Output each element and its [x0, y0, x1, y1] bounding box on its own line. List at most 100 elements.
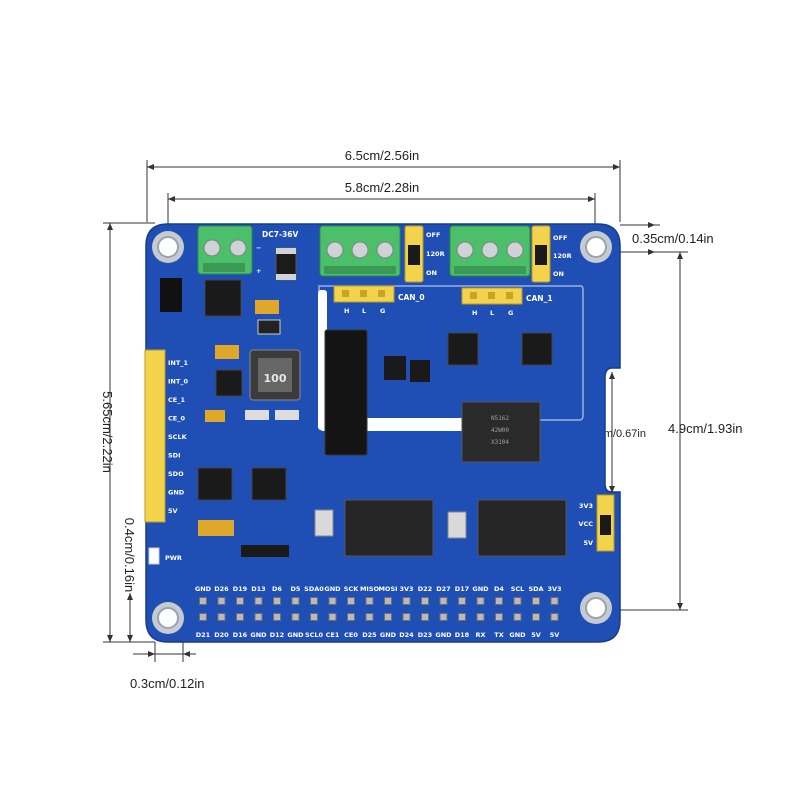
gpio-pin[interactable] — [199, 613, 207, 621]
polarity-plus: + — [256, 267, 261, 275]
gpio-top-label: SDA0 — [304, 585, 324, 593]
gpio-pin[interactable] — [495, 613, 503, 621]
gpio-pin[interactable] — [236, 613, 244, 621]
can0-hlg-header[interactable] — [333, 285, 395, 303]
gpio-pin[interactable] — [254, 613, 263, 621]
gpio-pin[interactable] — [291, 613, 300, 621]
gpio-pin[interactable] — [328, 613, 337, 621]
gpio-top-label: MISO — [360, 585, 380, 593]
overall-height-label: 5.65cm/2.22in — [100, 391, 115, 473]
gpio-bottom-label: RX — [475, 631, 485, 639]
gpio-pin[interactable] — [384, 613, 392, 621]
can1-termination-jumper[interactable] — [531, 225, 551, 283]
gpio-pin[interactable] — [495, 597, 503, 605]
gpio-pin[interactable] — [402, 613, 411, 621]
gpio-pin[interactable] — [439, 613, 448, 621]
gpio-pin[interactable] — [254, 597, 263, 605]
hole-spacing-height-label: 4.9cm/1.93in — [668, 421, 742, 436]
gpio-pin[interactable] — [513, 597, 522, 605]
spi-header-label: GND — [168, 489, 185, 497]
gpio-bottom-label: TX — [494, 631, 503, 639]
gpio-pin[interactable] — [550, 613, 559, 621]
gpio-top-label: D6 — [272, 585, 282, 593]
can0-jumper-on: ON — [426, 269, 437, 277]
gpio-pin[interactable] — [347, 597, 355, 605]
overall-width-label: 6.5cm/2.56in — [345, 148, 419, 163]
gpio-pin[interactable] — [421, 597, 429, 605]
gpio-pin[interactable] — [532, 597, 540, 605]
gpio-bottom-label: GND — [380, 631, 397, 639]
gpio-pin[interactable] — [217, 597, 226, 605]
gpio-pin[interactable] — [384, 597, 392, 605]
gpio-bottom-label: 5V — [550, 631, 560, 639]
spi-header-left[interactable] — [144, 349, 166, 523]
gpio-pin[interactable] — [347, 613, 355, 621]
gpio-40pin-header[interactable] — [199, 597, 559, 621]
can1-l-label: L — [490, 309, 494, 317]
gpio-pin[interactable] — [513, 613, 522, 621]
gpio-bottom-label: SCL0 — [305, 631, 324, 639]
spi-header-label: INT_0 — [168, 378, 189, 386]
gpio-pin[interactable] — [310, 613, 318, 621]
gpio-pin[interactable] — [550, 597, 559, 605]
spi-header-label: SCLK — [168, 433, 188, 441]
transceiver-text-2: 42W00 — [491, 427, 509, 434]
gpio-pin[interactable] — [532, 613, 540, 621]
gpio-bottom-label: GND — [287, 631, 304, 639]
can1-g-label: G — [508, 309, 513, 317]
vsel-5v: 5V — [583, 539, 593, 547]
hole-offset-side-label: 0.3cm/0.12in — [130, 676, 204, 691]
can1-terminal-block[interactable] — [449, 225, 531, 277]
gpio-bottom-label: D23 — [418, 631, 432, 639]
gpio-bottom-label: D21 — [196, 631, 211, 639]
can1-hlg-header[interactable] — [461, 287, 523, 305]
isolated-dc-dc-module — [324, 329, 368, 456]
gpio-bottom-label: D16 — [233, 631, 248, 639]
transceiver-text-1: N5162 — [491, 415, 509, 422]
gpio-pin[interactable] — [310, 597, 318, 605]
can0-jumper-off: OFF — [426, 231, 440, 239]
power-terminal-block[interactable] — [197, 225, 253, 275]
can0-h-label: H — [344, 307, 349, 315]
gpio-top-label: 3V3 — [399, 585, 413, 593]
gpio-pin[interactable] — [365, 613, 374, 621]
gpio-pin[interactable] — [421, 613, 429, 621]
can1-label: CAN_1 — [526, 294, 553, 303]
gpio-pin[interactable] — [458, 613, 466, 621]
gpio-bottom-label: D12 — [270, 631, 284, 639]
can0-terminal-block[interactable] — [319, 225, 401, 277]
gpio-pin[interactable] — [365, 597, 374, 605]
gpio-bottom-label: CE1 — [326, 631, 340, 639]
can1-jumper-120r: 120R — [553, 252, 572, 260]
spi-header-label: SDO — [168, 470, 184, 478]
hole-spacing-width-label: 5.8cm/2.28in — [345, 180, 419, 195]
gpio-pin[interactable] — [439, 597, 448, 605]
gpio-top-label: SCK — [344, 585, 359, 593]
gpio-pin[interactable] — [328, 597, 337, 605]
gpio-pin[interactable] — [291, 597, 300, 605]
gpio-pin[interactable] — [476, 597, 485, 605]
gpio-pin[interactable] — [476, 613, 485, 621]
gpio-pin[interactable] — [402, 597, 411, 605]
gpio-top-label: 3V3 — [547, 585, 561, 593]
gpio-pin[interactable] — [458, 597, 466, 605]
can0-l-label: L — [362, 307, 366, 315]
can0-termination-jumper[interactable] — [404, 225, 424, 283]
power-section: 100 — [160, 278, 301, 422]
spi-header-label: SDI — [168, 452, 181, 460]
gpio-pin[interactable] — [217, 613, 226, 621]
small-ics — [197, 332, 553, 557]
gpio-pin[interactable] — [236, 597, 244, 605]
gpio-pin[interactable] — [273, 597, 281, 605]
gpio-pin[interactable] — [199, 597, 207, 605]
gpio-top-label: GND — [472, 585, 489, 593]
gpio-top-label: D19 — [233, 585, 248, 593]
can1-jumper-off: OFF — [553, 234, 567, 242]
gpio-pin[interactable] — [273, 613, 281, 621]
voltage-select-jumper[interactable] — [596, 494, 615, 552]
spi-header-label: 5V — [168, 507, 178, 515]
